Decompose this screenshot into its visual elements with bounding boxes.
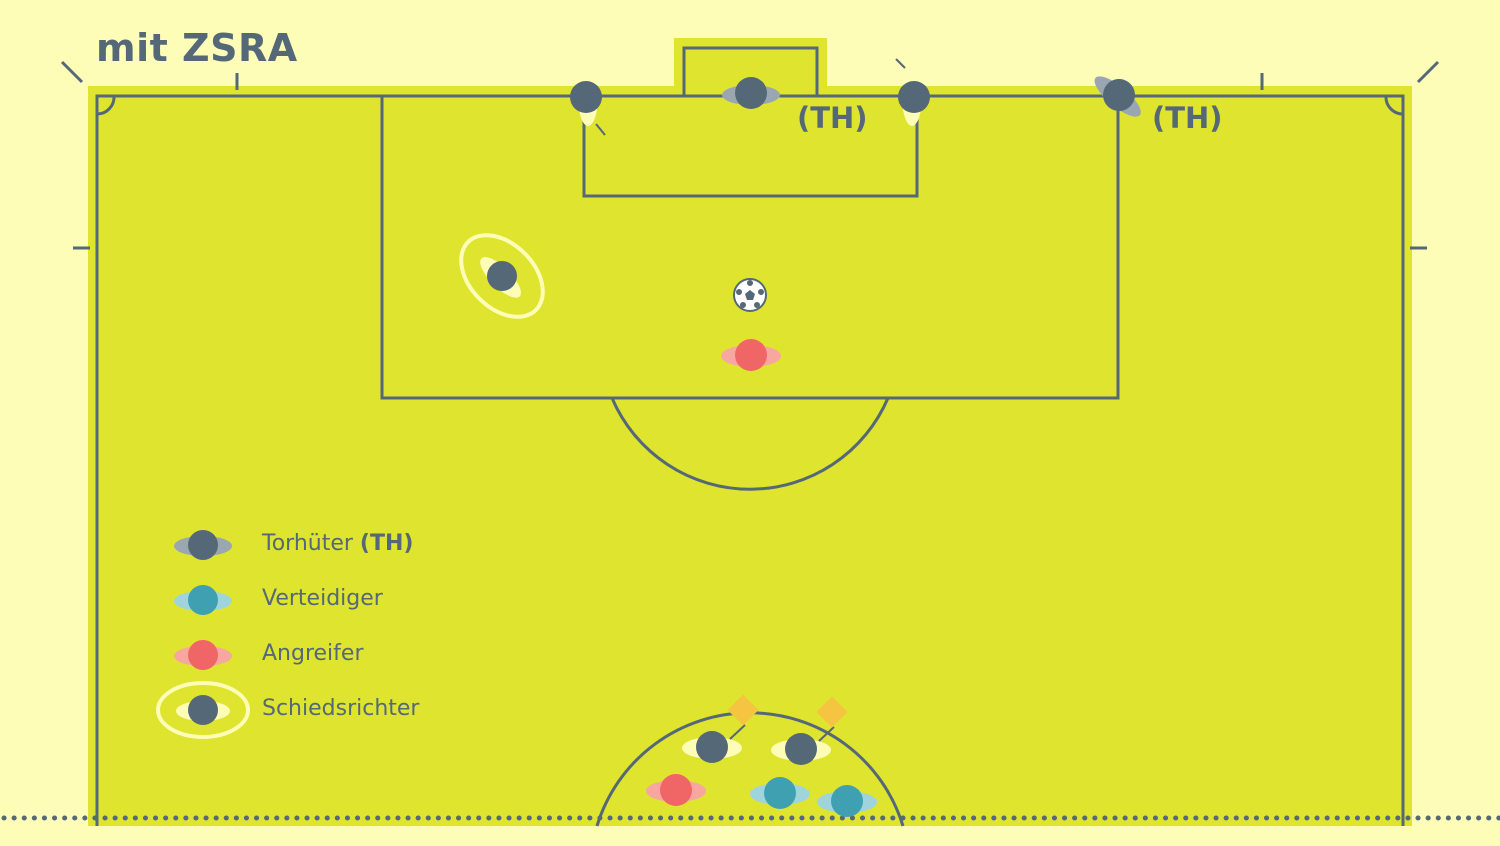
goalkeeper-outside: [1094, 76, 1141, 117]
referee: [459, 233, 545, 319]
flag-stick: [595, 123, 606, 136]
legend-attacker: Angreifer: [262, 641, 364, 666]
legend-goalkeeper: Torhüter (TH): [262, 531, 413, 556]
th-label-goal: (TH): [797, 101, 868, 135]
th-label-outside: (TH): [1152, 101, 1223, 135]
goalkeeper-in-goal: [722, 77, 780, 109]
goalkeeper-left-post: [570, 68, 602, 126]
flag-stick: [895, 58, 906, 69]
legend-referee: Schiedsrichter: [262, 696, 420, 721]
mark: [60, 60, 84, 84]
attacker-penalty-taker: [721, 339, 781, 371]
legend-defender: Verteidiger: [262, 586, 383, 611]
ball: [733, 278, 767, 312]
legend-goalkeeper-suffix: (TH): [359, 531, 414, 556]
legend-referee-icon: [156, 681, 250, 739]
attacker: [646, 774, 706, 806]
page-title: mit ZSRA: [96, 26, 298, 70]
legend-goalkeeper-icon: [174, 530, 232, 560]
legend-defender-icon: [174, 585, 232, 615]
penalty-arc: [610, 397, 890, 491]
defender: [817, 785, 877, 817]
corner-arc-left: [96, 95, 116, 116]
goalkeeper-right-post: [898, 68, 930, 126]
goal: [682, 46, 819, 96]
mark: [1416, 60, 1440, 84]
legend-goalkeeper-label: Torhüter: [262, 531, 353, 556]
corner-arc-right: [1384, 95, 1404, 116]
defender: [750, 777, 810, 809]
legend-attacker-icon: [174, 640, 232, 670]
